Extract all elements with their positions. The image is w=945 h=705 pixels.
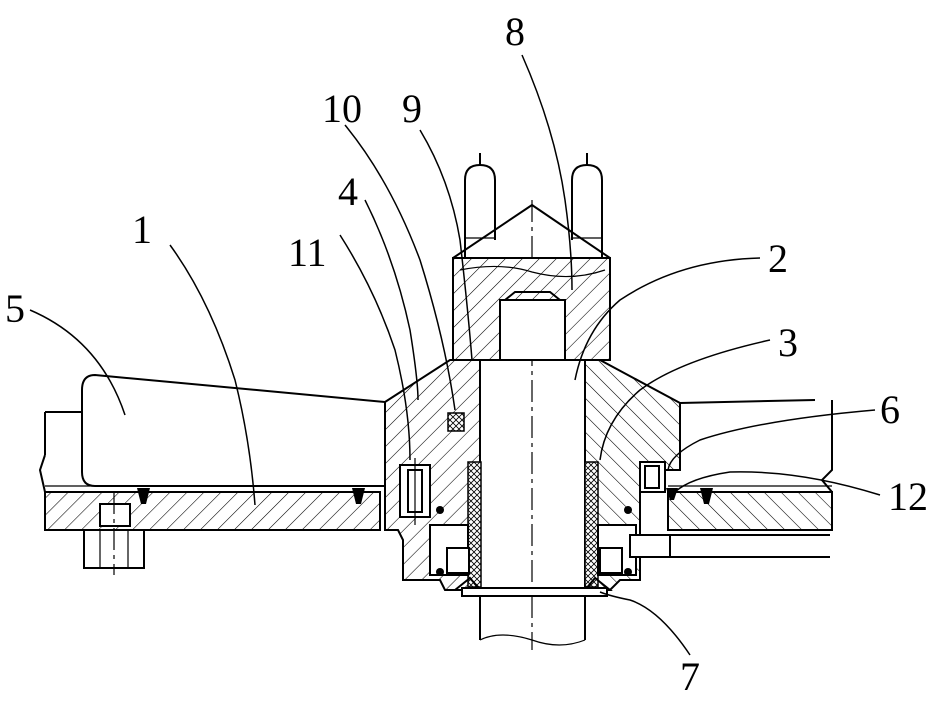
label-9: 9 xyxy=(402,86,422,131)
label-2: 2 xyxy=(768,236,788,281)
part-labels: 1 2 3 4 5 6 7 8 9 10 11 12 xyxy=(5,9,928,699)
leader-lines xyxy=(29,54,881,656)
label-12: 12 xyxy=(888,474,928,519)
label-4: 4 xyxy=(338,169,358,214)
label-5: 5 xyxy=(5,286,25,331)
screw-part-11 xyxy=(399,458,431,525)
screw-part-6 xyxy=(629,461,830,558)
label-7: 7 xyxy=(680,654,700,699)
label-8: 8 xyxy=(505,9,525,54)
top-cap-part-8 xyxy=(452,153,611,361)
bolt-part xyxy=(83,492,145,575)
label-6: 6 xyxy=(880,387,900,432)
bushing-part-3 xyxy=(467,461,599,588)
label-10: 10 xyxy=(322,86,362,131)
bearing-detail xyxy=(429,506,637,597)
label-3: 3 xyxy=(778,320,798,365)
wedge-body-part-5 xyxy=(81,373,386,487)
label-11: 11 xyxy=(288,230,327,275)
right-body-outline xyxy=(679,399,816,460)
label-1: 1 xyxy=(132,207,152,252)
key-part-10 xyxy=(447,412,465,432)
